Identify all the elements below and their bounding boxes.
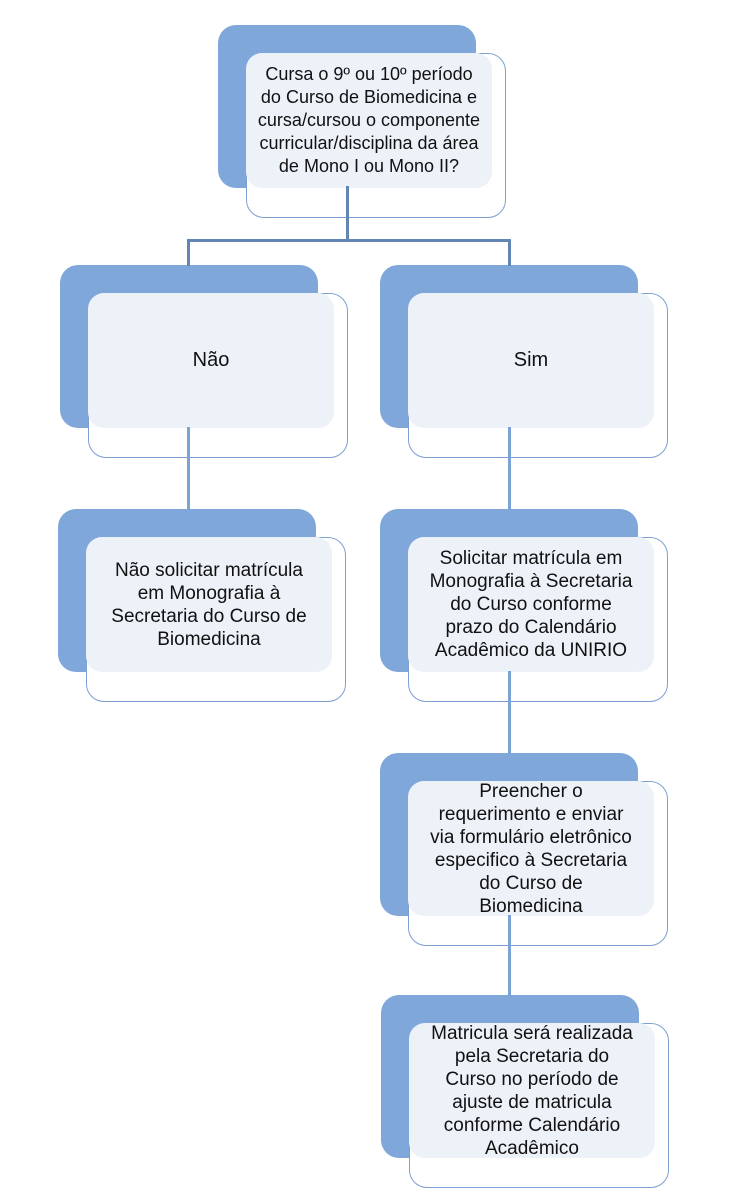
node-sim: Sim: [380, 265, 670, 458]
node-nao-action-panel: Não solicitar matrícula em Monografia à …: [86, 537, 332, 672]
node-question: Cursa o 9º ou 10º período do Curso de Bi…: [218, 25, 506, 218]
node-nao-action-text: Não solicitar matrícula em Monografia à …: [111, 559, 307, 650]
connector-preencher-to-matricula: [508, 915, 511, 996]
node-preencher-requerimento: Preencher o requerimento e enviar via fo…: [380, 753, 668, 948]
connector-solicitar-to-preencher: [508, 671, 511, 754]
node-matricula-realizada: Matricula será realizada pela Secretaria…: [381, 995, 669, 1188]
node-question-panel: Cursa o 9º ou 10º período do Curso de Bi…: [246, 53, 492, 188]
node-nao-action: Não solicitar matrícula em Monografia à …: [58, 509, 348, 703]
connector-sim-to-solicitar: [508, 427, 511, 510]
node-matricula-text: Matricula será realizada pela Secretaria…: [431, 1022, 633, 1159]
connector-question-down: [346, 186, 349, 241]
node-solicitar-text: Solicitar matrícula em Monografia à Secr…: [429, 548, 633, 661]
node-solicitar-panel: Solicitar matrícula em Monografia à Secr…: [408, 537, 654, 672]
connector-to-sim: [508, 239, 511, 266]
node-preencher-panel: Preencher o requerimento e enviar via fo…: [408, 780, 654, 917]
node-question-text: Cursa o 9º ou 10º período do Curso de Bi…: [257, 64, 481, 176]
node-nao: Não: [60, 265, 348, 462]
connector-branch-horizontal: [187, 239, 510, 242]
connector-nao-to-action: [187, 427, 190, 510]
node-sim-panel: Sim: [408, 293, 654, 428]
node-sim-text: Sim: [513, 349, 549, 371]
node-matricula-panel: Matricula será realizada pela Secretaria…: [409, 1022, 655, 1159]
connector-to-nao: [187, 239, 190, 266]
node-nao-panel: Não: [88, 293, 334, 428]
node-solicitar-matricula: Solicitar matrícula em Monografia à Secr…: [380, 509, 668, 703]
node-preencher-text: Preencher o requerimento e enviar via fo…: [430, 780, 632, 917]
node-nao-text: Não: [192, 349, 230, 371]
